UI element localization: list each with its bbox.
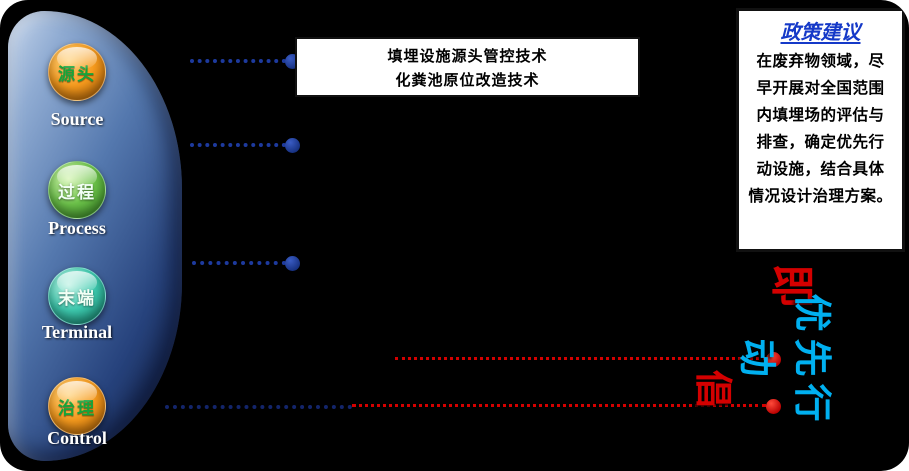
priority-dot-lower bbox=[766, 399, 781, 414]
priority-dot-upper bbox=[766, 352, 781, 367]
stage-badge-control: 治理 bbox=[48, 377, 106, 435]
connector-dot-terminal bbox=[285, 256, 300, 271]
stage-zh-control: 治理 bbox=[58, 398, 96, 418]
stage-label-process: Process bbox=[48, 218, 106, 238]
connector-line-process bbox=[190, 143, 286, 147]
technology-line-2: 化粪池原位改造技术 bbox=[395, 71, 540, 89]
priority-action-text: 优先行动 bbox=[735, 293, 832, 429]
stage-label-source: Source bbox=[50, 109, 104, 129]
connector-line-terminal bbox=[192, 261, 286, 265]
stage-badge-source: 源头 bbox=[48, 43, 106, 101]
connector-line-control bbox=[165, 405, 352, 409]
stage-zh-source: 源头 bbox=[58, 64, 96, 84]
connector-dot-process bbox=[285, 138, 300, 153]
technology-line-1: 填埋设施源头管控技术 bbox=[387, 47, 548, 65]
stage-badge-process: 过程 bbox=[48, 161, 106, 219]
policy-title: 政策建议 bbox=[780, 22, 861, 44]
stage-zh-terminal: 末端 bbox=[58, 288, 96, 308]
stage-badge-terminal: 末端 bbox=[48, 267, 106, 325]
policy-body: 在废弃物领域，尽 早开展对全国范围 内填埋场的评估与 排查，确定优先行 动设施，… bbox=[748, 53, 893, 205]
priority-line-lower bbox=[352, 404, 766, 407]
technology-box: 填埋设施源头管控技术 化粪池原位改造技术 bbox=[295, 37, 640, 97]
policy-box: 政策建议 在废弃物领域，尽 早开展对全国范围 内填埋场的评估与 排查，确定优先行… bbox=[736, 8, 905, 252]
stage-label-control: Control bbox=[47, 428, 107, 448]
connector-line-source bbox=[190, 59, 286, 63]
priority-line-upper bbox=[395, 357, 766, 360]
stage-label-terminal: Terminal bbox=[41, 322, 113, 342]
stage-zh-process: 过程 bbox=[58, 182, 96, 202]
